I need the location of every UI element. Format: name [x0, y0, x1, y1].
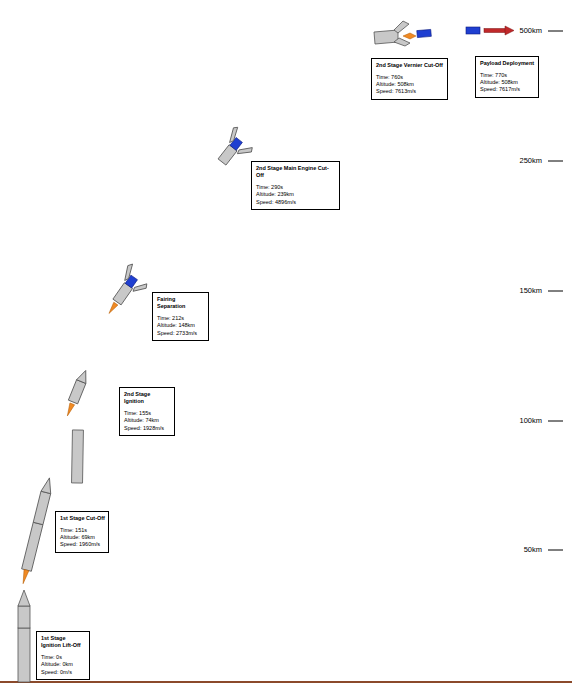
- event-detail: Altitude: 239km: [256, 191, 336, 198]
- event-detail: Speed: 4896m/s: [256, 199, 336, 206]
- altitude-label: 100km: [502, 417, 542, 425]
- rocket-on-pad: [18, 590, 30, 682]
- fairing-separation-rocket: [99, 262, 153, 322]
- event-title: Payload Deployment: [480, 60, 535, 67]
- event-detail: Speed: 1960m/s: [60, 541, 105, 548]
- event-detail: Time: 290s: [256, 184, 336, 191]
- event-detail: Time: 151s: [60, 527, 105, 534]
- event-detail: Speed: 7613m/s: [376, 88, 444, 95]
- altitude-label: 50km: [502, 546, 542, 554]
- event-detail: Altitude: 0km: [41, 661, 86, 668]
- event-detail: Speed: 7617m/s: [480, 86, 535, 93]
- event-title: 2nd Stage Ignition: [124, 391, 171, 405]
- axis-ticks: [548, 31, 563, 550]
- event-detail: Altitude: 508km: [480, 79, 535, 86]
- event-detail: Speed: 0m/s: [41, 669, 86, 676]
- event-box: 1st Stage Ignition Lift-OffTime: 0sAltit…: [36, 631, 90, 680]
- vernier-stage: [374, 21, 431, 46]
- event-detail: Time: 770s: [480, 72, 535, 79]
- altitude-label: 150km: [502, 287, 542, 295]
- event-box: 1st Stage Cut-OffTime: 151sAltitude: 69k…: [55, 511, 109, 553]
- event-box: Fairing SeparationTime: 212sAltitude: 14…: [152, 292, 209, 341]
- event-detail: Time: 212s: [157, 315, 205, 322]
- event-detail: Time: 0s: [41, 654, 86, 661]
- event-box: 2nd Stage Main Engine Cut-OffTime: 290sA…: [251, 161, 340, 210]
- event-title: 1st Stage Ignition Lift-Off: [41, 635, 86, 649]
- event-box: Payload DeploymentTime: 770sAltitude: 50…: [475, 56, 539, 98]
- second-stage-rocket: [63, 369, 91, 418]
- event-detail: Time: 155s: [124, 410, 171, 417]
- event-title: Fairing Separation: [157, 296, 205, 310]
- ground-line: [0, 681, 572, 683]
- spent-first-stage: [72, 430, 84, 483]
- event-title: 2nd Stage Vernier Cut-Off: [376, 62, 444, 69]
- deployed-payload: [466, 26, 514, 35]
- event-title: 1st Stage Cut-Off: [60, 515, 105, 522]
- altitude-label: 500km: [502, 27, 542, 35]
- event-box: 2nd Stage IgnitionTime: 155sAltitude: 74…: [119, 387, 175, 436]
- event-detail: Speed: 1928m/s: [124, 425, 171, 432]
- event-detail: Altitude: 148km: [157, 322, 205, 329]
- event-detail: Altitude: 74km: [124, 417, 171, 424]
- event-detail: Speed: 2733m/s: [157, 330, 205, 337]
- event-title: 2nd Stage Main Engine Cut-Off: [256, 165, 336, 179]
- altitude-label: 250km: [502, 157, 542, 165]
- event-box: 2nd Stage Vernier Cut-OffTime: 760sAltit…: [371, 58, 448, 100]
- event-detail: Altitude: 508km: [376, 81, 444, 88]
- event-detail: Time: 760s: [376, 74, 444, 81]
- ascending-rocket: [18, 477, 54, 585]
- event-detail: Altitude: 69km: [60, 534, 105, 541]
